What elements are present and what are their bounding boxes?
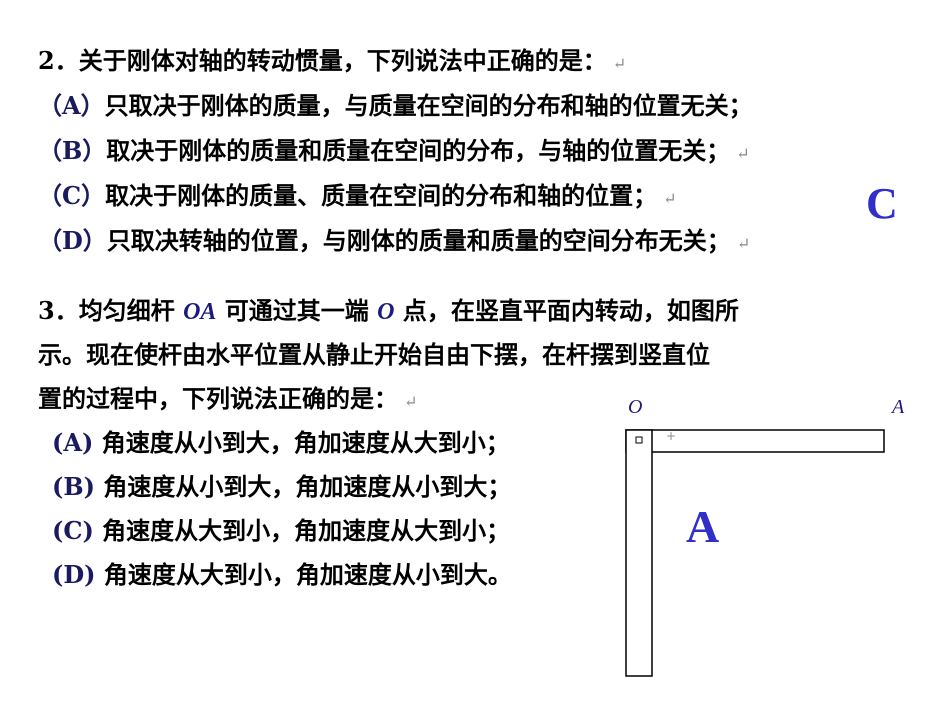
paragraph-mark-icon: ↵ [612, 54, 627, 73]
option-text: 角速度从大到小，角加速度从大到小； [93, 516, 511, 545]
q2-option-a: （A）只取决于刚体的质量，与质量在空间的分布和轴的位置无关； [38, 91, 753, 121]
option-label: （C） [38, 181, 106, 210]
q3-option-b: (B) 角速度从小到大，角加速度从小到大； [52, 472, 511, 502]
option-text: 角速度从小到大，角加速度从小到大； [95, 472, 512, 501]
option-label: （D） [38, 226, 107, 255]
q2-answer: C [866, 179, 898, 228]
option-text: 角速度从大到小，角加速度从小到大。 [95, 560, 512, 589]
q2-option-c: （C）取决于刚体的质量、质量在空间的分布和轴的位置； ↵ [38, 181, 677, 214]
option-text: 取决于刚体的质量和质量在空间的分布，与轴的位置无关； [106, 136, 731, 165]
option-label: (D) [52, 560, 96, 589]
paragraph-mark-icon: ↵ [736, 144, 750, 163]
q2-title: 2．关于刚体对轴的转动惯量，下列说法中正确的是：↵ [38, 46, 627, 75]
paragraph-mark-icon: ↵ [663, 189, 677, 208]
vertical-rod [625, 429, 653, 677]
cursor-mark-icon: + [666, 429, 676, 443]
option-label: (A) [52, 428, 94, 457]
option-label: (B) [52, 472, 95, 501]
pivot-icon [635, 436, 643, 444]
q3-option-c: (C) 角速度从大到小，角加速度从大到小； [52, 516, 510, 546]
diagram-label-o: O [628, 396, 643, 418]
paragraph-mark-icon: ↵ [736, 234, 751, 253]
option-text: 只取决于刚体的质量，与质量在空间的分布和轴的位置无关； [104, 91, 753, 120]
q3-option-a: (A) 角速度从小到大，角加速度从大到小； [52, 428, 510, 458]
q3-answer: A [686, 501, 720, 552]
rod-figure: + [625, 429, 885, 677]
q3-line-1: 3．均匀细杆 OA 可通过其一端 O 点，在竖直平面内转动，如图所 [38, 296, 739, 325]
q3-line-3: 置的过程中，下列说法正确的是：↵ [38, 384, 418, 413]
q3-option-d: (D) 角速度从大到小，角加速度从小到大。 [52, 560, 512, 590]
diagram-label-a: A [892, 396, 905, 418]
option-label: （A） [38, 91, 105, 120]
rod-diagram: O A + [620, 396, 930, 690]
paragraph-mark-icon: ↵ [404, 392, 418, 411]
option-text: 取决于刚体的质量、质量在空间的分布和轴的位置； [105, 181, 658, 210]
option-text: 角速度从小到大，角加速度从大到小； [93, 428, 510, 457]
q3-line-2: 示。现在使杆由水平位置从静止开始自由下摆，在杆摆到竖直位 [38, 340, 710, 369]
option-label: （B） [38, 136, 107, 165]
option-text: 只取决转轴的位置，与刚体的质量和质量的空间分布无关； [106, 226, 731, 255]
option-label: (C) [52, 516, 94, 545]
q2-option-b: （B）取决于刚体的质量和质量在空间的分布，与轴的位置无关； ↵ [38, 136, 750, 169]
q2-option-d: （D）只取决转轴的位置，与刚体的质量和质量的空间分布无关； ↵ [38, 226, 750, 259]
horizontal-rod [625, 429, 885, 453]
rod-label-oa: OA [183, 299, 217, 325]
point-label-o: O [377, 299, 395, 325]
